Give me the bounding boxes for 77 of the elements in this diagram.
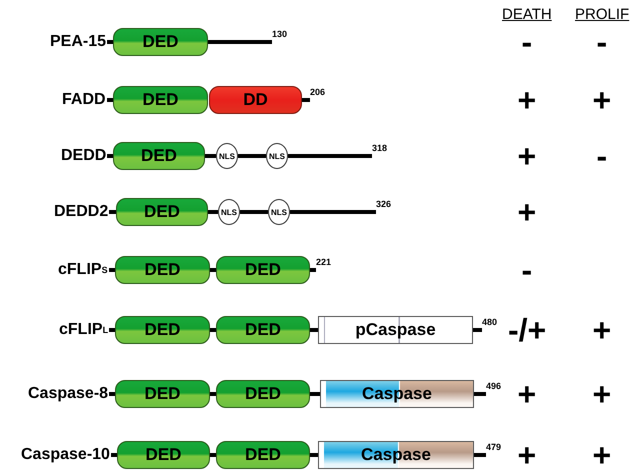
ded-domain: DED [216, 316, 310, 344]
ded-domain: DED [216, 380, 310, 408]
protein-backbone [310, 392, 320, 396]
protein-backbone [290, 210, 376, 214]
column-header: PROLIF [575, 6, 630, 23]
protein-backbone [111, 453, 117, 457]
protein-backbone [302, 98, 310, 102]
ded-domain: DED [113, 28, 208, 56]
effect-sign: - [522, 252, 532, 288]
protein-name: Caspase-10 [21, 446, 110, 464]
ded-domain: DED [113, 142, 205, 170]
nls-domain: NLS [268, 199, 290, 225]
effect-sign: + [518, 194, 536, 230]
length-label: 479 [486, 442, 502, 457]
protein-backbone [107, 98, 113, 102]
length-label: 326 [376, 199, 392, 214]
protein-backbone [210, 453, 216, 457]
pcaspase-domain: pCaspase [318, 316, 473, 344]
length-label: 221 [316, 257, 332, 272]
effect-sign: + [592, 436, 612, 470]
protein-name: DEDD2 [54, 203, 108, 221]
effect-sign: + [518, 376, 536, 412]
caspase-domain: Caspase [320, 380, 474, 408]
protein-backbone [310, 453, 318, 457]
protein-backbone [109, 328, 115, 332]
effect-sign: + [592, 312, 612, 348]
column-header: DEATH [502, 6, 552, 23]
protein-backbone [210, 392, 216, 396]
dd-domain: DD [209, 86, 302, 114]
ded-domain: DED [116, 198, 208, 226]
protein-backbone [205, 154, 216, 158]
effect-sign: + [518, 436, 536, 470]
protein-backbone [240, 210, 268, 214]
effect-sign: - [596, 138, 608, 174]
ded-domain: DED [113, 86, 208, 114]
ded-domain: DED [216, 256, 310, 284]
ded-domain: DED [115, 316, 210, 344]
protein-backbone [310, 328, 318, 332]
length-label: 206 [310, 87, 326, 102]
caspase-domain: Caspase [318, 441, 474, 469]
protein-name: FADD [62, 91, 106, 109]
protein-name: DEDD [61, 147, 106, 165]
effect-sign: -/+ [508, 312, 546, 348]
protein-backbone [288, 154, 372, 158]
protein-backbone [208, 40, 272, 44]
protein-backbone [238, 154, 266, 158]
length-label: 130 [272, 29, 288, 44]
protein-backbone [109, 392, 115, 396]
protein-backbone [109, 268, 115, 272]
ded-domain: DED [115, 380, 210, 408]
protein-backbone [109, 210, 116, 214]
nls-domain: NLS [218, 199, 240, 225]
protein-backbone [473, 328, 482, 332]
protein-name: Caspase-8 [28, 385, 108, 403]
protein-name: PEA-15 [50, 33, 106, 51]
protein-backbone [210, 328, 216, 332]
effect-sign: + [518, 82, 536, 118]
effect-sign: + [592, 82, 612, 118]
protein-backbone [210, 268, 216, 272]
protein-backbone [107, 154, 113, 158]
nls-domain: NLS [216, 143, 238, 169]
ded-domain: DED [115, 256, 210, 284]
nls-domain: NLS [266, 143, 288, 169]
protein-backbone [107, 40, 113, 44]
effect-sign: + [518, 138, 536, 174]
length-label: 318 [372, 143, 388, 158]
effect-sign: - [522, 24, 532, 60]
ded-domain: DED [117, 441, 210, 469]
length-label: 496 [486, 381, 502, 396]
protein-backbone [310, 268, 316, 272]
protein-backbone [474, 392, 486, 396]
length-label: 480 [482, 317, 498, 332]
protein-backbone [208, 210, 218, 214]
effect-sign: - [596, 24, 608, 60]
protein-backbone [474, 453, 486, 457]
effect-sign: + [592, 376, 612, 412]
ded-domain: DED [216, 441, 310, 469]
